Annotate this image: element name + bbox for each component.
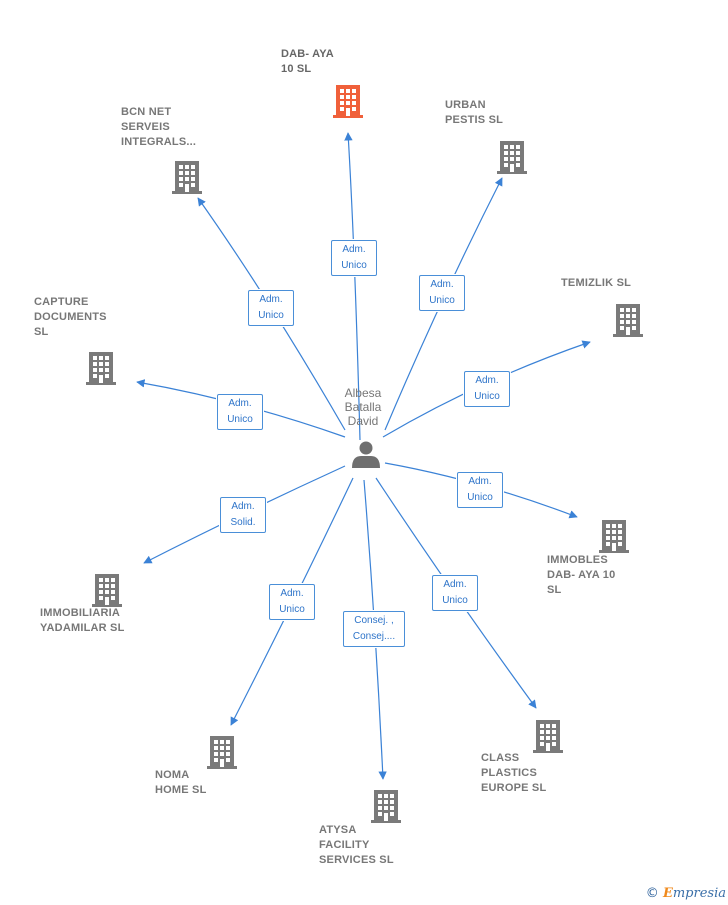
person-icon[interactable] [352, 441, 380, 469]
building-icon[interactable] [172, 161, 202, 194]
building-icon[interactable] [333, 85, 363, 118]
company-name-bcn-net[interactable]: BCN NET SERVEIS INTEGRALS... [121, 106, 197, 148]
company-name-temizlik[interactable]: TEMIZLIK SL [561, 277, 632, 289]
edge-label-atysa[interactable]: Consej. , Consej.... [343, 611, 405, 647]
building-icon[interactable] [92, 574, 122, 607]
company-name-class-plastics[interactable]: CLASS PLASTICS EUROPE SL [481, 752, 547, 794]
company-name-dab-aya-10[interactable]: DAB- AYA 10 SL [281, 48, 334, 75]
building-icon[interactable] [599, 520, 629, 553]
building-icon[interactable] [207, 736, 237, 769]
edge-label-noma-home[interactable]: Adm. Unico [269, 584, 315, 620]
edge-label-capture[interactable]: Adm. Unico [217, 394, 263, 430]
company-name-urban-pestis[interactable]: URBAN PESTIS SL [445, 99, 504, 126]
company-name-yadamilar[interactable]: IMMOBILIARIA YADAMILAR SL [40, 607, 125, 634]
edge-label-urban-pestis[interactable]: Adm. Unico [419, 275, 465, 311]
company-name-capture[interactable]: CAPTURE DOCUMENTS SL [34, 296, 107, 338]
brand-name: mpresia [672, 886, 726, 901]
edge-label-class-plastics[interactable]: Adm. Unico [432, 575, 478, 611]
building-icon[interactable] [613, 304, 643, 337]
brand-initial: E [662, 886, 673, 901]
person-name[interactable]: Albesa Batalla David [344, 386, 382, 428]
building-icon[interactable] [533, 720, 563, 753]
building-icon[interactable] [86, 352, 116, 385]
company-name-immobles[interactable]: IMMOBLES DAB- AYA 10 SL [547, 554, 616, 596]
building-icon[interactable] [371, 790, 401, 823]
copyright-symbol: © [645, 886, 659, 901]
empresia-watermark: © Empresia [646, 886, 726, 901]
edge-label-yadamilar[interactable]: Adm. Solid. [220, 497, 266, 533]
edge-label-dab-aya-10[interactable]: Adm. Unico [331, 240, 377, 276]
company-name-atysa[interactable]: ATYSA FACILITY SERVICES SL [319, 824, 394, 866]
edge-label-temizlik[interactable]: Adm. Unico [464, 371, 510, 407]
edge-label-immobles[interactable]: Adm. Unico [457, 472, 503, 508]
building-icon[interactable] [497, 141, 527, 174]
edge-label-bcn-net[interactable]: Adm. Unico [248, 290, 294, 326]
company-name-noma-home[interactable]: NOMA HOME SL [155, 769, 207, 796]
